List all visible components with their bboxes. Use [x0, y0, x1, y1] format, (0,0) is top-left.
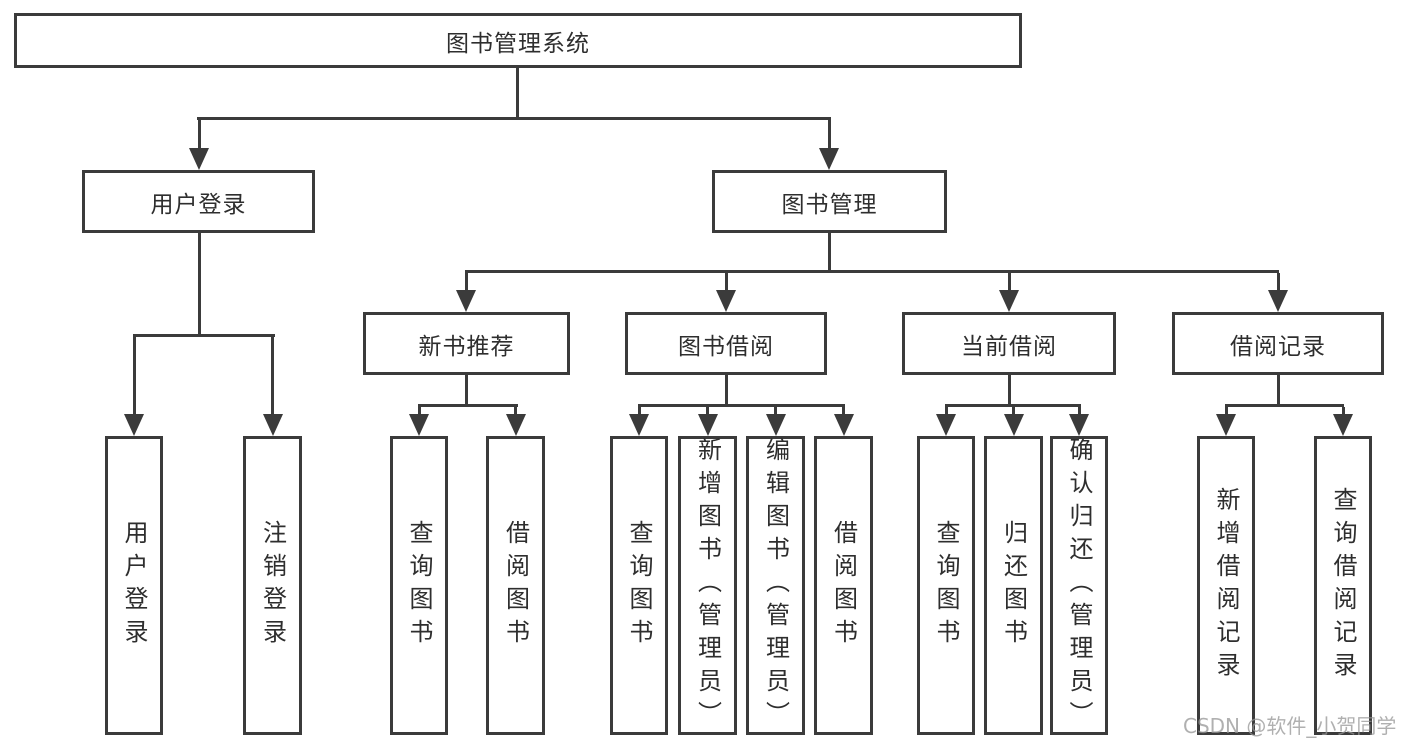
node-label: 新书推荐 [418, 333, 515, 360]
node-label: 借阅记录 [1230, 333, 1326, 360]
connector-book-borrowing-branch [638, 404, 845, 407]
arrowhead-down-icon [819, 148, 839, 170]
node-borrowing-records: 借阅记录 [1172, 312, 1384, 375]
leaf-borrow-books: 借阅图书 [814, 436, 873, 735]
leaf-label: 新增借阅记录 [1212, 486, 1240, 685]
connector-current-borrowing-branch [945, 404, 1081, 407]
arrowhead-down-icon [189, 148, 209, 170]
arrowhead-down-icon [766, 414, 786, 436]
node-library-management-system: 图书管理系统 [14, 13, 1022, 68]
connector-current-borrowing-stem [1008, 375, 1011, 407]
arrowhead-down-icon [124, 414, 144, 436]
connector-book-management-stem [828, 233, 831, 273]
connector-stem-borrowing-records [1277, 273, 1280, 292]
leaf-label: 查询图书 [625, 519, 653, 652]
arrowhead-down-icon [263, 414, 283, 436]
leaf-label: 用户登录 [120, 519, 148, 652]
connector-stem-leaf-logout [271, 337, 274, 416]
connector-stem-leaf [1342, 407, 1345, 416]
leaf-add-books-admin: 新增图书（管理员） [678, 436, 737, 735]
leaf-user-login: 用户登录 [105, 436, 163, 735]
node-label: 图书管理 [781, 191, 878, 218]
connector-user-login-stem [198, 233, 201, 337]
arrowhead-down-icon [409, 414, 429, 436]
node-book-borrowing: 图书借阅 [625, 312, 827, 375]
connector-stem-leaf [1078, 407, 1081, 416]
arrowhead-down-icon [716, 290, 736, 312]
leaf-label: 查询图书 [932, 519, 960, 652]
arrowhead-down-icon [629, 414, 649, 436]
connector-new-book-stem [465, 375, 468, 407]
arrowhead-down-icon [456, 290, 476, 312]
node-book-management: 图书管理 [712, 170, 947, 233]
connector-stem-leaf [1012, 407, 1015, 416]
connector-book-borrowing-stem [725, 375, 728, 407]
leaf-label: 归还图书 [999, 519, 1028, 652]
leaf-label: 查询图书 [405, 519, 433, 652]
arrowhead-down-icon [506, 414, 526, 436]
leaf-label: 确认归还（管理员） [1065, 437, 1093, 734]
connector-root-stem [516, 68, 519, 120]
connector-stem-leaf [638, 407, 641, 416]
arrowhead-down-icon [1333, 414, 1353, 436]
leaf-borrow-books-recommend: 借阅图书 [486, 436, 545, 735]
connector-borrowing-records-stem [1277, 375, 1280, 407]
arrowhead-down-icon [1268, 290, 1288, 312]
leaf-confirm-return-admin: 确认归还（管理员） [1050, 436, 1108, 735]
leaf-return-books: 归还图书 [984, 436, 1043, 735]
leaf-label: 借阅图书 [501, 519, 530, 652]
node-label: 图书借阅 [678, 333, 774, 360]
connector-stem-book-borrowing [725, 273, 728, 292]
connector-stem-user-login [198, 120, 201, 150]
node-user-login: 用户登录 [82, 170, 315, 233]
leaf-logout: 注销登录 [243, 436, 302, 735]
leaf-add-borrow-record: 新增借阅记录 [1197, 436, 1255, 735]
node-new-book-recommend: 新书推荐 [363, 312, 570, 375]
connector-stem-leaf [842, 407, 845, 416]
connector-stem-leaf-user-login [133, 337, 136, 416]
connector-stem-leaf [706, 407, 709, 416]
leaf-label: 新增图书（管理员） [693, 437, 722, 734]
arrowhead-down-icon [834, 414, 854, 436]
arrowhead-down-icon [698, 414, 718, 436]
leaf-label: 查询借阅记录 [1329, 486, 1357, 685]
leaf-query-books-borrowing: 查询图书 [610, 436, 668, 735]
connector-root-branch [197, 117, 831, 120]
leaf-edit-books-admin: 编辑图书（管理员） [746, 436, 805, 735]
node-label: 图书管理系统 [446, 30, 590, 57]
connector-book-management-branch [465, 270, 1279, 273]
connector-stem-leaf [1225, 407, 1228, 416]
leaf-query-borrow-record: 查询借阅记录 [1314, 436, 1372, 735]
leaf-query-books-current: 查询图书 [917, 436, 975, 735]
leaf-label: 注销登录 [258, 519, 287, 652]
connector-stem-leaf [945, 407, 948, 416]
csdn-watermark: CSDN @软件_小贺同学 [1183, 714, 1397, 738]
node-label: 当前借阅 [961, 333, 1057, 360]
node-current-borrowing: 当前借阅 [902, 312, 1116, 375]
arrowhead-down-icon [999, 290, 1019, 312]
leaf-query-books-recommend: 查询图书 [390, 436, 448, 735]
connector-stem-leaf [514, 407, 517, 416]
connector-new-book-branch [418, 404, 518, 407]
connector-stem-current-borrowing [1008, 273, 1011, 292]
node-label: 用户登录 [150, 191, 247, 218]
arrowhead-down-icon [1004, 414, 1024, 436]
connector-stem-new-book-recommend [465, 273, 468, 292]
arrowhead-down-icon [936, 414, 956, 436]
connector-user-login-branch [133, 334, 275, 337]
connector-stem-leaf [418, 407, 421, 416]
connector-stem-leaf [774, 407, 777, 416]
connector-borrowing-records-branch [1225, 404, 1344, 407]
arrowhead-down-icon [1069, 414, 1089, 436]
leaf-label: 编辑图书（管理员） [761, 437, 790, 734]
arrowhead-down-icon [1216, 414, 1236, 436]
connector-stem-book-management [828, 120, 831, 150]
leaf-label: 借阅图书 [829, 519, 858, 652]
